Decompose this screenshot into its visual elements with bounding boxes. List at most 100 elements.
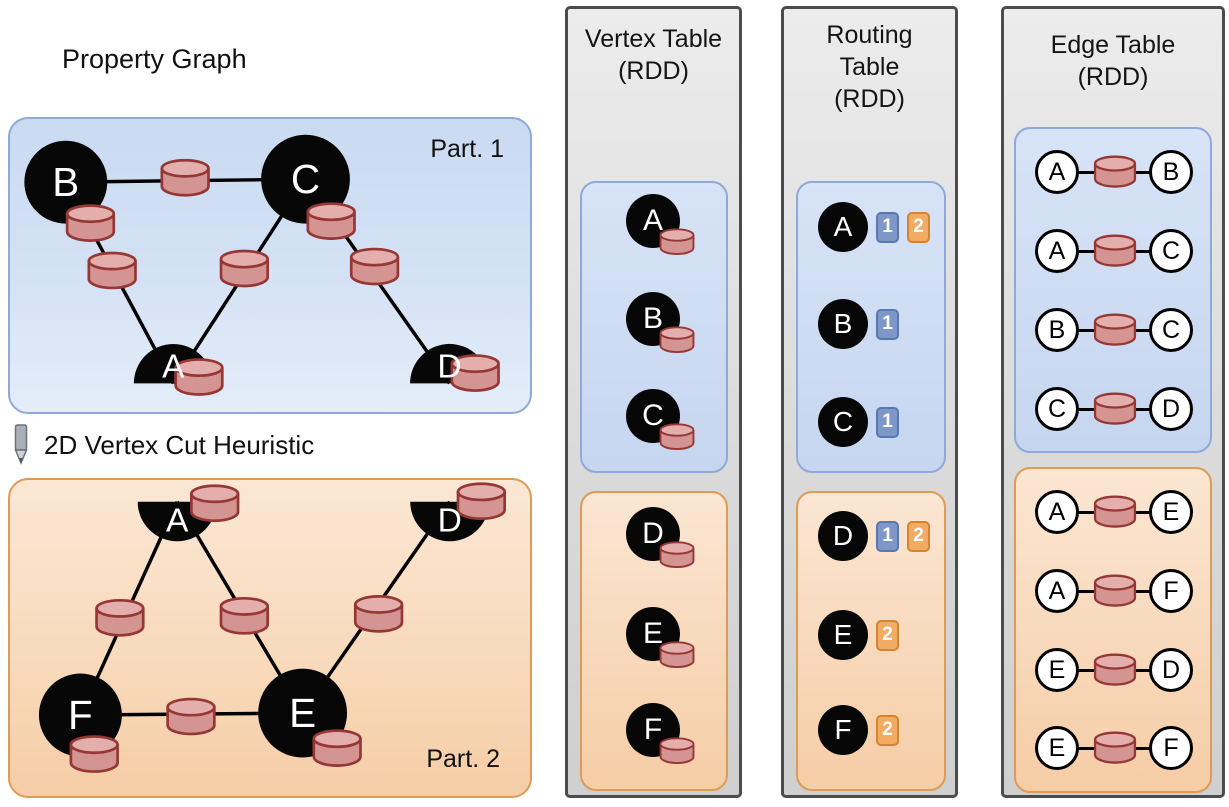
database-icon xyxy=(65,204,116,242)
edge-dst-vertex: F xyxy=(1149,726,1193,770)
vertex-circle: C xyxy=(818,397,868,447)
edge-table-partition-1: A B A C B C C D xyxy=(1014,127,1212,453)
database-icon xyxy=(306,202,356,241)
vertex-table-header: Vertex Table (RDD) xyxy=(568,9,739,87)
edge-dst-vertex: C xyxy=(1149,229,1193,273)
partition-1-badge: 1 xyxy=(876,520,899,552)
pencil-icon xyxy=(14,424,28,465)
vertex-circle: B xyxy=(818,299,868,349)
database-icon xyxy=(659,423,695,450)
partition-1-badge: 1 xyxy=(876,308,899,340)
database-icon xyxy=(87,251,137,290)
vertex-D-label: D xyxy=(438,502,462,539)
database-icon xyxy=(160,158,210,197)
database-icon xyxy=(659,641,695,668)
edge-src-vertex: A xyxy=(1035,490,1079,534)
database-icon xyxy=(659,228,695,255)
edge-row: A F xyxy=(1016,567,1214,615)
database-icon xyxy=(219,596,270,635)
edge-table-partition-2: A E A F E D E F xyxy=(1014,467,1212,793)
edge-row: E F xyxy=(1016,724,1214,772)
vertex-circle: E xyxy=(818,610,868,660)
vertex-entry: B xyxy=(626,292,700,356)
routing-table-partition-1: A 1 2 B 1 C 1 xyxy=(796,181,946,473)
edge-table-header: Edge Table (RDD) xyxy=(1004,9,1222,93)
edge-dst-vertex: F xyxy=(1149,569,1193,613)
routing-row: A 1 2 xyxy=(818,202,930,252)
vertex-entry: E xyxy=(626,607,700,671)
database-icon xyxy=(1093,313,1137,346)
edge-dst-vertex: D xyxy=(1149,387,1193,431)
vertex-table-partition-2: D E F xyxy=(580,491,728,791)
database-icon xyxy=(166,697,216,736)
routing-row: E 2 xyxy=(818,610,899,660)
partition-2-graph: A D F E xyxy=(38,482,507,773)
edge-src-vertex: B xyxy=(1035,308,1079,352)
database-icon xyxy=(659,737,695,764)
database-icon xyxy=(1093,495,1137,528)
routing-table-title-1: Routing xyxy=(826,21,913,49)
vertex-table-title: Vertex Table xyxy=(584,25,723,53)
vertex-A-label: A xyxy=(162,348,185,385)
routing-row: F 2 xyxy=(818,705,899,755)
database-icon xyxy=(659,541,695,568)
vertex-table-column: Vertex Table (RDD) A B C D E xyxy=(565,6,742,798)
partition-2-label: Part. 2 xyxy=(426,745,500,773)
vertex-circle: D xyxy=(626,507,680,561)
edge-src-vertex: E xyxy=(1035,726,1079,770)
partition-2-badge: 2 xyxy=(876,714,899,746)
database-icon xyxy=(1093,731,1137,764)
edge-dst-vertex: E xyxy=(1149,490,1193,534)
database-icon xyxy=(95,598,145,637)
vertex-entry: C xyxy=(626,389,700,453)
database-icon xyxy=(1093,392,1137,425)
database-icon xyxy=(1093,155,1137,188)
edge-src-vertex: E xyxy=(1035,648,1079,692)
partition-1-box: B C A D Part. 1 xyxy=(8,117,532,414)
edge-table-subtitle: (RDD) xyxy=(1077,63,1149,91)
vertex-E-label: E xyxy=(289,690,316,736)
routing-table-header: Routing Table (RDD) xyxy=(784,9,955,115)
database-icon xyxy=(312,729,362,768)
database-icon xyxy=(1093,234,1137,267)
cut-annotation: 2D Vertex Cut Heuristic xyxy=(8,422,314,468)
vertex-circle: B xyxy=(626,292,680,346)
edge-row: C D xyxy=(1016,385,1214,433)
routing-table-title-2: Table xyxy=(839,53,900,81)
edge-dst-vertex: C xyxy=(1149,308,1193,352)
vertex-C-circle xyxy=(261,134,350,224)
vertex-circle: F xyxy=(818,705,868,755)
partition-1-badge: 1 xyxy=(876,211,899,243)
vertex-table-subtitle: (RDD) xyxy=(618,57,689,85)
vertex-circle: E xyxy=(626,607,680,661)
routing-table-partition-2: D 1 2 E 2 F 2 xyxy=(796,491,946,791)
edge-dst-vertex: D xyxy=(1149,648,1193,692)
partition-1-graph: B C A D xyxy=(24,134,500,396)
routing-table-column: Routing Table (RDD) A 1 2 B 1 C 1 D 1 xyxy=(781,6,958,798)
property-graph-title: Property Graph xyxy=(62,44,247,74)
database-icon xyxy=(353,594,404,633)
partition-2-badge: 2 xyxy=(876,619,899,651)
partition-1-label: Part. 1 xyxy=(430,135,504,163)
vertex-entry: A xyxy=(626,194,700,258)
vertex-C-label: C xyxy=(291,156,320,202)
database-icon xyxy=(659,326,695,353)
vertex-entry: D xyxy=(626,507,700,571)
edge-row: A C xyxy=(1016,227,1214,275)
vertex-B-circle xyxy=(24,140,108,224)
database-icon xyxy=(189,484,240,523)
vertex-circle: C xyxy=(626,389,680,443)
routing-row: B 1 xyxy=(818,299,899,349)
vertex-table-partition-1: A B C xyxy=(580,181,728,473)
partition-2-badge: 2 xyxy=(907,520,930,552)
routing-table-subtitle: (RDD) xyxy=(834,85,905,113)
vertex-circle: D xyxy=(818,511,868,561)
edge-dst-vertex: B xyxy=(1149,150,1193,194)
partition-1-badge: 1 xyxy=(876,406,899,438)
database-icon xyxy=(69,735,119,773)
cut-heuristic-label: 2D Vertex Cut Heuristic xyxy=(44,429,315,460)
routing-row: D 1 2 xyxy=(818,511,930,561)
vertex-entry: F xyxy=(626,703,700,767)
edge-row: A E xyxy=(1016,488,1214,536)
